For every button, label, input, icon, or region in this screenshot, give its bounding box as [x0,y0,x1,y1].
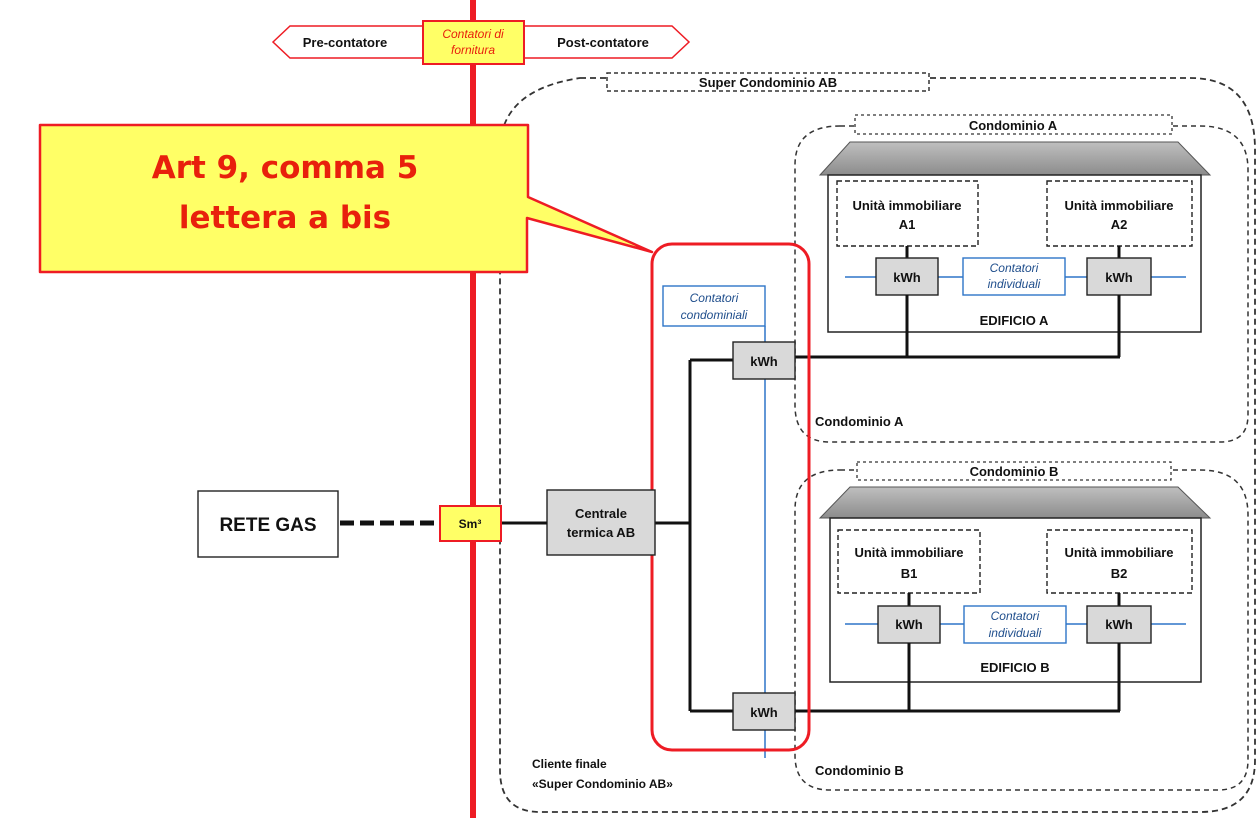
condominio-a-boundary [794,125,1249,443]
super-condominio-boundary [499,77,1256,813]
contatori-condominiali-l1: Contatori [690,291,739,305]
meter-a1 [875,257,939,296]
centrale-termica-l2: termica AB [567,525,635,540]
meter-condominiale-bottom [732,692,796,731]
post-contatore-label: Post-contatore [557,35,649,50]
unit-b1-label: Unità immobiliare [854,545,963,560]
sm3-label: Sm³ [459,517,482,531]
unit-b2-label: Unità immobiliare [1064,545,1173,560]
unit-b1-id: B1 [901,566,918,581]
unit-a2-box [1046,180,1193,247]
meter-a2-label: kWh [1105,270,1133,285]
meter-a1-label: kWh [893,270,921,285]
contatori-condominiali-l2: condominiali [681,308,748,322]
meter-b1-label: kWh [895,617,923,632]
roof-a [818,141,1212,176]
super-condominio-label: Super Condominio AB [699,75,837,90]
contatori-individuali-a-box [962,257,1066,296]
condominio-a-title: Condominio A [969,118,1058,133]
contatori-individuali-b-box [963,605,1067,644]
unit-b2-box [1046,529,1193,594]
meter-condominiale-top-label: kWh [750,354,778,369]
roof-b [818,486,1212,519]
condominio-b-title-box [856,461,1172,481]
meter-condominiale-bottom-label: kWh [750,705,778,720]
unit-b2-id: B2 [1111,566,1128,581]
callout-line1: Art 9, comma 5 [152,150,419,186]
rete-gas-box [197,490,339,558]
edificio-b-label: EDIFICIO B [980,660,1049,675]
super-condominio-label-box [606,72,930,92]
cliente-finale-l2: «Super Condominio AB» [532,777,673,791]
meter-a2 [1086,257,1152,296]
edificio-a-label: EDIFICIO A [980,313,1049,328]
contatori-individuali-a-l1: Contatori [990,261,1039,275]
contatori-fornitura-l1: Contatori di [442,27,504,41]
callout-box [38,123,654,274]
unit-a1-box [836,180,979,247]
condominio-b-boundary [794,469,1249,791]
meter-b2-label: kWh [1105,617,1133,632]
unit-a1-id: A1 [899,217,916,232]
contatori-individuali-b-l1: Contatori [991,609,1040,623]
condominio-b-title: Condominio B [970,464,1059,479]
sm3-meter [439,505,502,542]
centrale-termica-l1: Centrale [575,506,627,521]
contatori-individuali-a-l2: individuali [988,277,1041,291]
pre-contatore-label: Pre-contatore [303,35,388,50]
meter-b2 [1086,605,1152,644]
condominio-a-title-box [854,114,1173,135]
meter-b1 [877,605,941,644]
condominio-b-footer: Condominio B [815,763,904,778]
unit-a2-id: A2 [1111,217,1128,232]
rete-gas-label: RETE GAS [219,515,316,536]
condominio-a-footer: Condominio A [815,414,904,429]
meter-condominiale-top [732,341,796,380]
contatori-condominiali-box [662,285,766,327]
callout-line2: lettera a bis [179,200,391,236]
contatori-fornitura-l2: fornitura [451,43,495,57]
centrale-termica-box [546,489,656,556]
unit-a2-label: Unità immobiliare [1064,198,1173,213]
contatori-fornitura-box [422,20,525,65]
contatori-individuali-b-l2: individuali [989,626,1042,640]
cliente-finale-l1: Cliente finale [532,757,607,771]
unit-a1-label: Unità immobiliare [852,198,961,213]
unit-b1-box [837,529,981,594]
